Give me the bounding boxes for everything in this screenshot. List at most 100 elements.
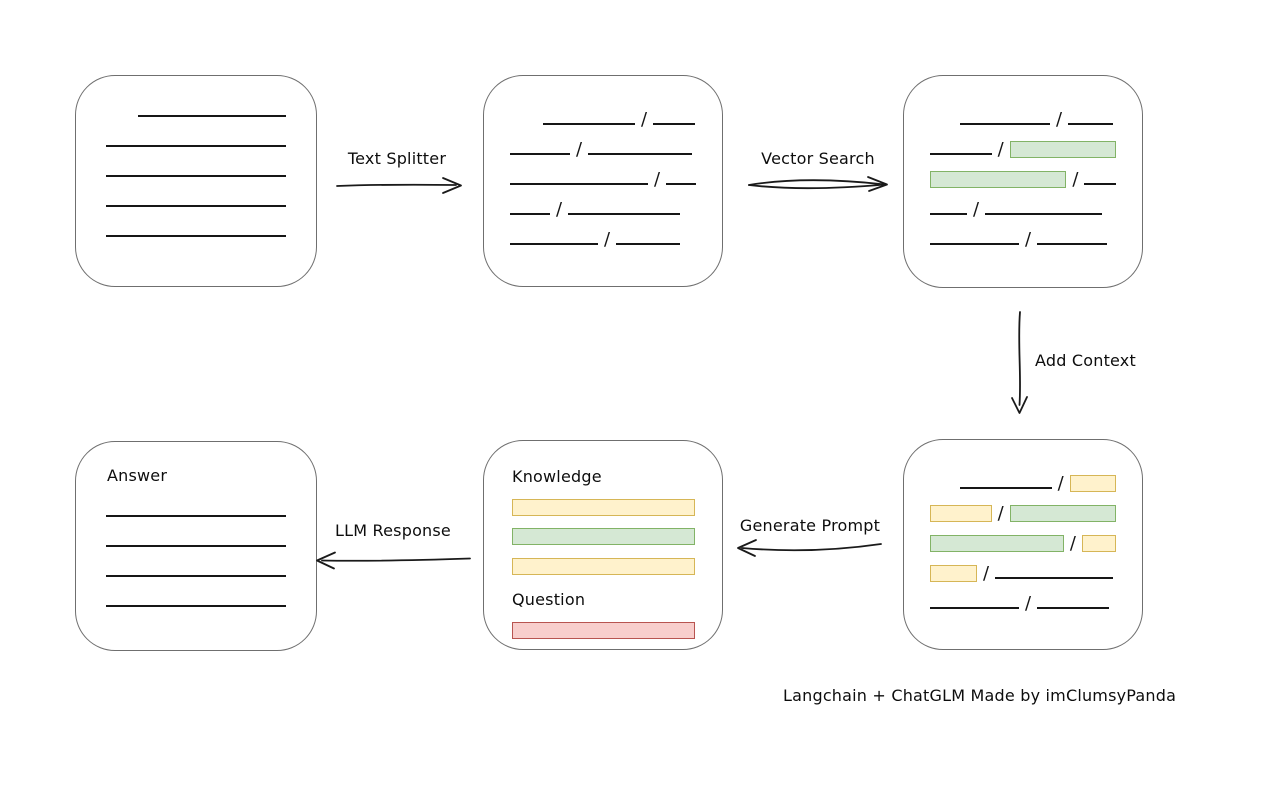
text-line bbox=[1084, 183, 1116, 185]
yellow-highlight-chunk bbox=[1069, 475, 1116, 492]
slash-separator: / bbox=[983, 563, 990, 584]
text-row bbox=[106, 181, 290, 211]
node-source-document bbox=[75, 75, 317, 287]
text-row bbox=[106, 581, 316, 611]
text-line bbox=[543, 123, 635, 125]
slash-separator: / bbox=[973, 199, 980, 220]
text-row: / bbox=[510, 189, 696, 219]
llm-response-arrow bbox=[316, 551, 471, 570]
text-row bbox=[106, 551, 316, 581]
text-row: / bbox=[930, 219, 1116, 249]
yellow-bar bbox=[512, 499, 695, 516]
slash-separator: / bbox=[1072, 169, 1079, 190]
text-row: / bbox=[930, 523, 1116, 553]
slash-separator: / bbox=[1025, 593, 1032, 614]
text-line bbox=[106, 205, 286, 207]
text-row bbox=[106, 491, 316, 521]
yellow-bar bbox=[512, 558, 695, 575]
document-lines bbox=[76, 76, 316, 241]
text-row: / bbox=[510, 129, 696, 159]
knowledge-bars bbox=[484, 499, 722, 575]
text-line bbox=[510, 153, 570, 155]
text-row: / bbox=[930, 553, 1116, 583]
slash-separator: / bbox=[997, 139, 1004, 160]
diagram-caption: Langchain + ChatGLM Made by imClumsyPand… bbox=[783, 686, 1177, 705]
yellow-highlight-chunk bbox=[930, 505, 992, 522]
text-row: / bbox=[930, 159, 1116, 189]
text-line bbox=[106, 515, 286, 517]
knowledge-label: Knowledge bbox=[512, 467, 602, 486]
text-row: / bbox=[543, 99, 696, 129]
green-bar bbox=[512, 528, 695, 545]
text-row: / bbox=[930, 129, 1116, 159]
slash-separator: / bbox=[556, 199, 563, 220]
text-row: / bbox=[930, 583, 1116, 613]
red-bar bbox=[512, 622, 695, 639]
text-row bbox=[106, 211, 290, 241]
slash-separator: / bbox=[653, 169, 661, 190]
text-line bbox=[106, 145, 286, 147]
question-label: Question bbox=[512, 590, 586, 609]
text-row: / bbox=[960, 99, 1116, 129]
text-line bbox=[666, 183, 696, 185]
text-line bbox=[106, 235, 286, 237]
generate-prompt-label: Generate Prompt bbox=[739, 516, 881, 535]
yellow-highlight-chunk bbox=[930, 565, 977, 582]
vector-search-arrow bbox=[748, 176, 888, 192]
text-line bbox=[568, 213, 681, 215]
slash-separator: / bbox=[641, 109, 648, 130]
text-line bbox=[510, 183, 648, 185]
text-line bbox=[588, 153, 693, 155]
text-line bbox=[930, 243, 1019, 245]
green-highlight-chunk bbox=[930, 535, 1064, 552]
text-line bbox=[930, 607, 1019, 609]
add-context-arrow bbox=[1011, 311, 1028, 414]
slash-separator: / bbox=[604, 229, 611, 250]
question-bars bbox=[484, 622, 722, 639]
vector-search-label: Vector Search bbox=[761, 149, 875, 168]
context-result-lines: / / / / / bbox=[904, 440, 1142, 613]
vector-result-lines: / / / / / bbox=[904, 76, 1142, 249]
text-row: / bbox=[930, 493, 1116, 523]
text-line bbox=[510, 243, 598, 245]
add-context-label: Add Context bbox=[1035, 351, 1136, 370]
text-row: / bbox=[510, 159, 696, 189]
text-row bbox=[106, 121, 290, 151]
text-line bbox=[995, 577, 1114, 579]
slash-separator: / bbox=[1056, 109, 1063, 130]
text-line bbox=[106, 605, 286, 607]
text-row: / bbox=[510, 219, 696, 249]
text-line bbox=[510, 213, 550, 215]
text-line bbox=[960, 487, 1052, 489]
text-line bbox=[653, 123, 696, 125]
node-vector-search-result: / / / / / bbox=[903, 75, 1143, 288]
text-line bbox=[985, 213, 1103, 215]
text-row bbox=[106, 521, 316, 551]
text-line bbox=[616, 243, 681, 245]
green-highlight-chunk bbox=[930, 171, 1067, 188]
text-line bbox=[930, 153, 992, 155]
slash-separator: / bbox=[1069, 533, 1076, 554]
text-line bbox=[106, 575, 286, 577]
generate-prompt-arrow bbox=[737, 539, 882, 557]
slash-separator: / bbox=[1025, 229, 1032, 250]
answer-lines bbox=[76, 485, 316, 611]
yellow-highlight-chunk bbox=[1081, 535, 1116, 552]
text-row: / bbox=[930, 189, 1116, 219]
text-line bbox=[1037, 243, 1108, 245]
llm-response-label: LLM Response bbox=[335, 521, 451, 540]
text-row: / bbox=[960, 463, 1116, 493]
text-line bbox=[106, 545, 286, 547]
answer-label: Answer bbox=[107, 466, 168, 485]
text-row bbox=[106, 151, 290, 181]
text-row bbox=[138, 91, 290, 121]
node-split-text: ///// bbox=[483, 75, 723, 287]
text-splitter-arrow bbox=[336, 177, 462, 194]
text-splitter-label: Text Splitter bbox=[347, 149, 447, 168]
slash-separator: / bbox=[997, 503, 1004, 524]
node-context-result: / / / / / bbox=[903, 439, 1143, 650]
text-line bbox=[960, 123, 1050, 125]
text-line bbox=[138, 115, 286, 117]
text-line bbox=[1068, 123, 1114, 125]
